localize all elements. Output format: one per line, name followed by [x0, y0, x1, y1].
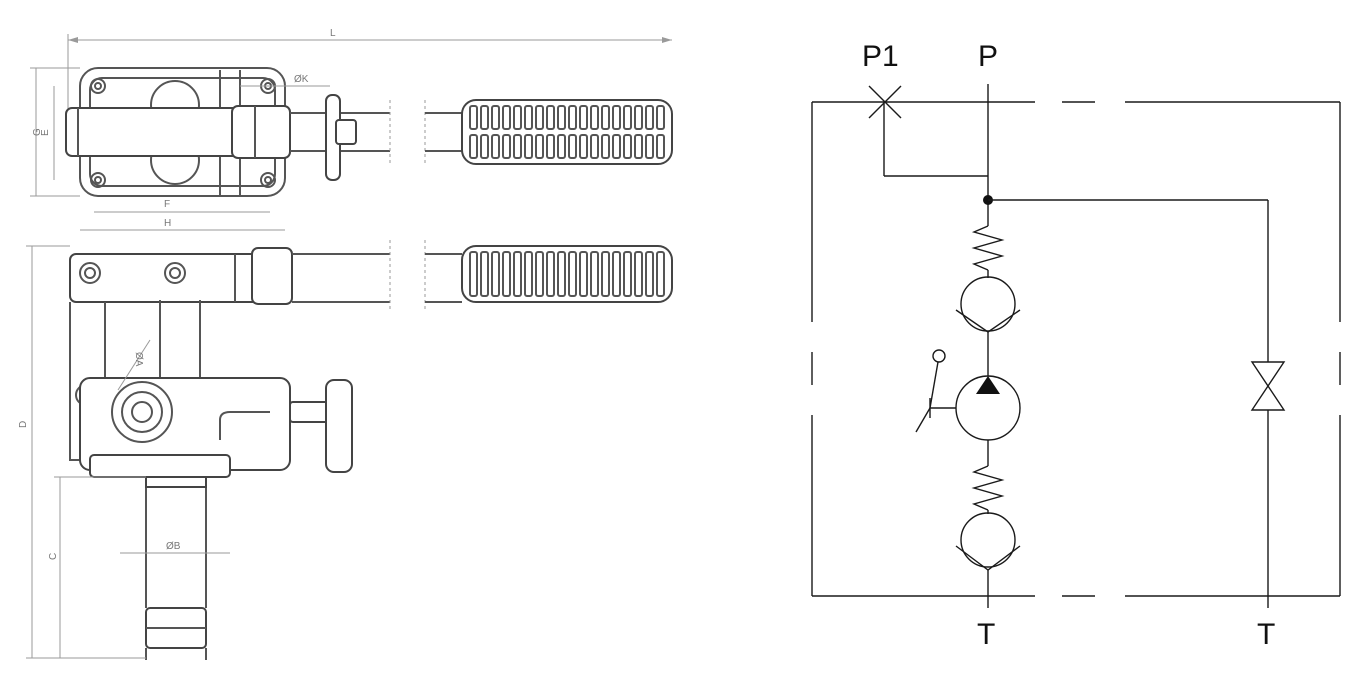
grip-rib — [568, 105, 577, 130]
port-p1-label: P1 — [862, 40, 899, 73]
grip-rib — [469, 134, 478, 159]
grip-rib — [623, 251, 632, 297]
grip-rib — [480, 251, 489, 297]
grip-rib — [568, 251, 577, 297]
grip-rib — [469, 105, 478, 130]
top-view — [30, 67, 673, 231]
hand-pump-symbol — [915, 349, 1021, 466]
dimension-l: L — [67, 28, 672, 110]
dimension-l-label: L — [330, 28, 336, 39]
port-p-label: P — [978, 40, 998, 73]
grip-rib — [535, 134, 544, 159]
grip-rib — [601, 105, 610, 130]
grip-rib — [601, 251, 610, 297]
grip-rib — [491, 105, 500, 130]
grip-rib — [513, 251, 522, 297]
grip-rib — [656, 105, 665, 130]
grip-rib — [524, 251, 533, 297]
dimension-a-label: ØA — [133, 352, 144, 367]
grip-rib — [491, 251, 500, 297]
dimension-b-label: ØB — [166, 541, 181, 552]
grip-rib — [656, 134, 665, 159]
grip-rib — [535, 251, 544, 297]
dimension-d-label: D — [18, 421, 29, 428]
grip-rib — [645, 105, 654, 130]
hydraulic-schematic: P1 P T T — [811, 40, 1341, 651]
grip-rib — [656, 251, 665, 297]
grip-rib — [568, 134, 577, 159]
grip-rib — [590, 105, 599, 130]
grip-rib — [579, 134, 588, 159]
pump-technical-drawing: L — [18, 28, 673, 660]
upper-check-valve — [955, 225, 1021, 376]
p1-line — [868, 85, 988, 177]
grip-rib — [634, 105, 643, 130]
grip-rib — [579, 105, 588, 130]
grip-rib — [645, 134, 654, 159]
grip-rib — [623, 105, 632, 130]
main-pressure-line — [983, 84, 1269, 608]
grip-rib — [480, 105, 489, 130]
dimension-h-label: H — [164, 218, 171, 229]
grip-rib — [612, 134, 621, 159]
grip-rib — [502, 134, 511, 159]
grip-rib — [513, 105, 522, 130]
grip-rib — [579, 251, 588, 297]
grip-rib — [502, 251, 511, 297]
grip-rib — [590, 251, 599, 297]
grip-rib — [590, 134, 599, 159]
grip-rib — [546, 251, 555, 297]
grip-rib — [546, 105, 555, 130]
grip-rib — [645, 251, 654, 297]
grip-rib — [480, 134, 489, 159]
grip-rib — [557, 105, 566, 130]
grip-rib — [524, 134, 533, 159]
dimension-k-label: ØK — [294, 74, 309, 85]
dimension-f-label: F — [164, 199, 170, 210]
dimension-c-label: C — [48, 553, 59, 560]
grip-rib — [634, 251, 643, 297]
grip-rib — [491, 134, 500, 159]
grip-rib — [634, 134, 643, 159]
grip-rib — [535, 105, 544, 130]
release-valve-symbol — [1250, 361, 1286, 411]
grip-rib — [601, 134, 610, 159]
schematic-boundary — [811, 101, 1341, 597]
port-t-right-label: T — [1257, 618, 1275, 651]
grip-rib — [612, 251, 621, 297]
grip-rib — [469, 251, 478, 297]
dimension-g-label: G — [32, 128, 43, 136]
grip-rib — [557, 134, 566, 159]
dimension-e-label: E — [40, 129, 51, 136]
grip-rib — [612, 105, 621, 130]
port-t-left-label: T — [977, 618, 995, 651]
grip-rib — [557, 251, 566, 297]
grip-rib — [546, 134, 555, 159]
side-view — [26, 240, 673, 660]
grip-rib — [502, 105, 511, 130]
grip-rib — [513, 134, 522, 159]
grip-rib — [623, 134, 632, 159]
lower-check-valve — [955, 465, 1021, 608]
grip-rib — [524, 105, 533, 130]
